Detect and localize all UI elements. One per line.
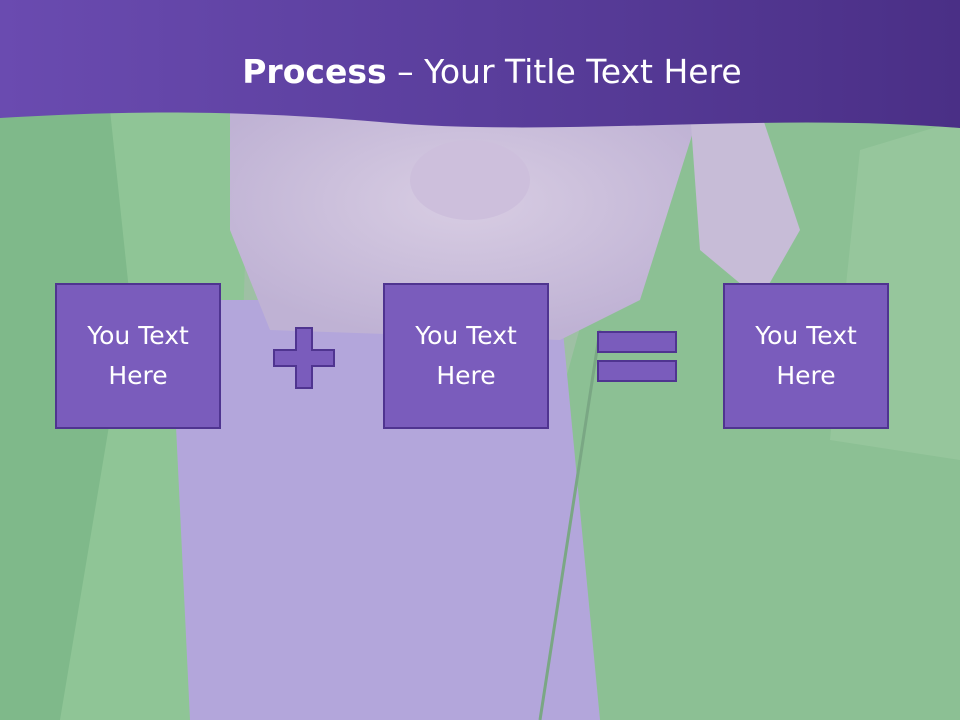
process-box-2: You Text Here xyxy=(383,283,549,429)
plus-icon xyxy=(273,327,335,389)
process-box-3: You Text Here xyxy=(723,283,889,429)
process-box-1: You Text Here xyxy=(55,283,221,429)
process-box-2-text: You Text Here xyxy=(415,321,517,390)
process-box-3-text: You Text Here xyxy=(755,321,857,390)
equals-icon xyxy=(597,331,677,382)
title-rest: – Your Title Text Here xyxy=(386,52,742,91)
title-bold: Process xyxy=(242,52,387,91)
slide-title: Process – Your Title Text Here xyxy=(0,52,960,91)
process-box-1-text: You Text Here xyxy=(87,321,189,390)
